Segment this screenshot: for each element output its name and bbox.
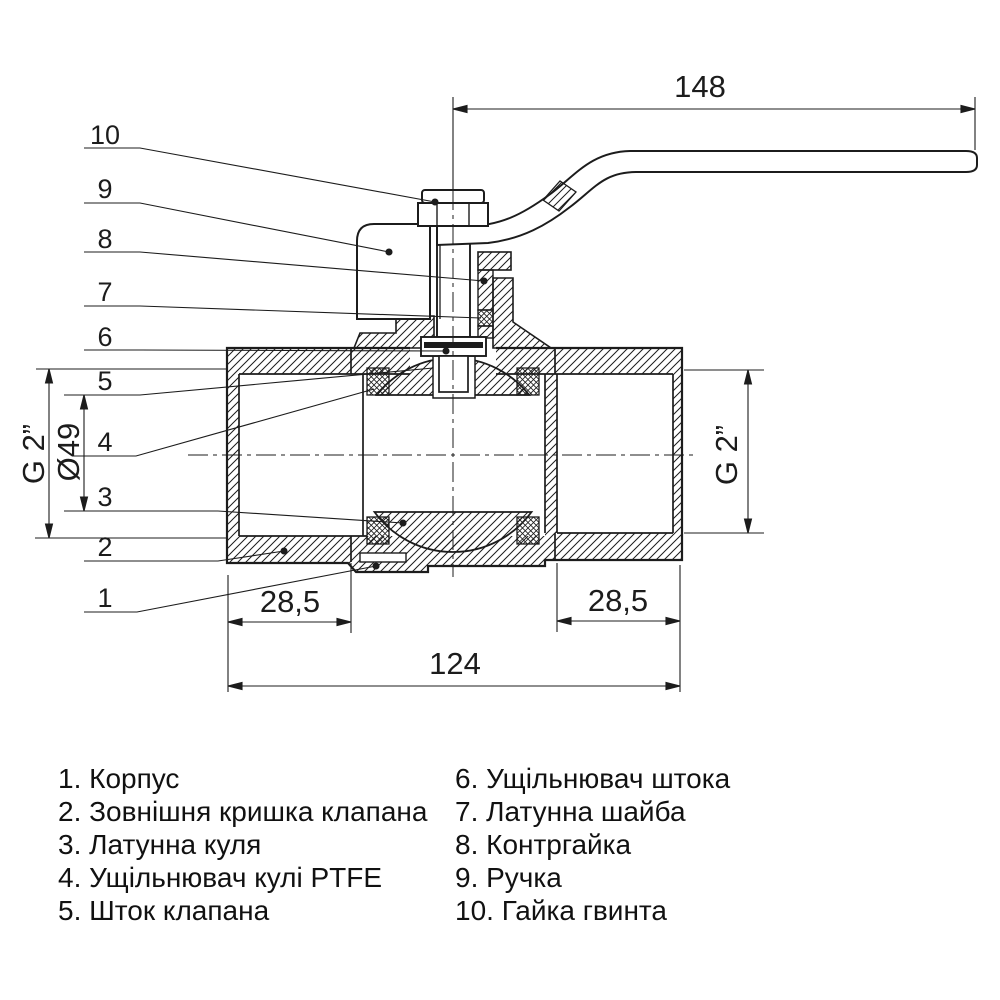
part-item-2: 2. Зовнішня кришка клапана (58, 796, 428, 827)
part-item-9: 9. Ручка (455, 862, 562, 893)
seat-top-left (366, 367, 390, 396)
handle (356, 150, 978, 320)
gland-sleeve-upper (477, 269, 494, 311)
callout-4: 4 (97, 427, 112, 457)
parts-list-right-column: 6. Ущільнювач штока 7. Латунна шайба 8. … (455, 762, 730, 927)
dim-285-right-label: 28,5 (588, 583, 648, 618)
callout-2: 2 (97, 532, 112, 562)
dim-g2-left (35, 368, 228, 539)
dim-148 (452, 97, 976, 190)
dim-g2-left-label: G 2” (16, 424, 51, 484)
dim-148-label: 148 (674, 69, 726, 104)
dim-d49-label: Ø49 (51, 423, 86, 482)
parts-list-left-column: 1. Корпус 2. Зовнішня кришка клапана 3. … (58, 762, 427, 927)
part-item-8: 8. Контргайка (455, 829, 632, 860)
dim-d49 (64, 394, 218, 512)
locknut-section (477, 251, 512, 271)
dimension-annotations (35, 97, 976, 692)
cap-hex-flat (359, 552, 407, 563)
dim-g2-right-label: G 2” (709, 425, 744, 485)
centerlines (188, 190, 695, 577)
part-item-7: 7. Латунна шайба (455, 796, 686, 827)
right-pipe-bore (557, 374, 673, 533)
part-item-5: 5. Шток клапана (58, 895, 270, 926)
callout-3: 3 (97, 482, 112, 512)
ptfe-seats (366, 367, 540, 545)
part-item-10: 10. Гайка гвинта (455, 895, 667, 926)
seat-top-right (516, 367, 540, 396)
callout-7: 7 (97, 277, 112, 307)
part-item-3: 3. Латунна куля (58, 829, 262, 860)
leader-5 (88, 367, 434, 396)
part-item-4: 4. Ущільнювач кулі PTFE (58, 862, 383, 893)
leader-9 (84, 202, 393, 256)
callout-leaders (72, 147, 488, 613)
part-item-6: 6. Ущільнювач штока (455, 763, 731, 794)
handle-break-section (542, 180, 577, 212)
dim-124-label: 124 (429, 646, 481, 681)
dim-124 (227, 681, 681, 691)
seat-bottom-left (366, 516, 390, 545)
callout-9: 9 (97, 174, 112, 204)
leader-2 (84, 547, 288, 562)
leader-6 (84, 347, 450, 355)
callout-5: 5 (97, 366, 112, 396)
part-item-1: 1. Корпус (58, 763, 180, 794)
callout-6: 6 (97, 322, 112, 352)
leader-8 (84, 251, 488, 285)
gland-nut-section (492, 277, 554, 349)
callout-10: 10 (90, 120, 120, 150)
dim-285-left-label: 28,5 (260, 584, 320, 619)
handle-bracket (356, 223, 431, 320)
callout-1: 1 (97, 583, 112, 613)
leader-1 (84, 562, 380, 613)
callout-8: 8 (97, 224, 112, 254)
dim-g2-right (684, 369, 764, 534)
seat-bottom-right (516, 516, 540, 545)
leader-4 (72, 388, 375, 457)
dim-285-right (556, 563, 681, 692)
leader-10 (84, 147, 439, 206)
handle-lever (436, 150, 978, 247)
leader-3 (217, 510, 407, 527)
leader-7 (84, 305, 482, 319)
